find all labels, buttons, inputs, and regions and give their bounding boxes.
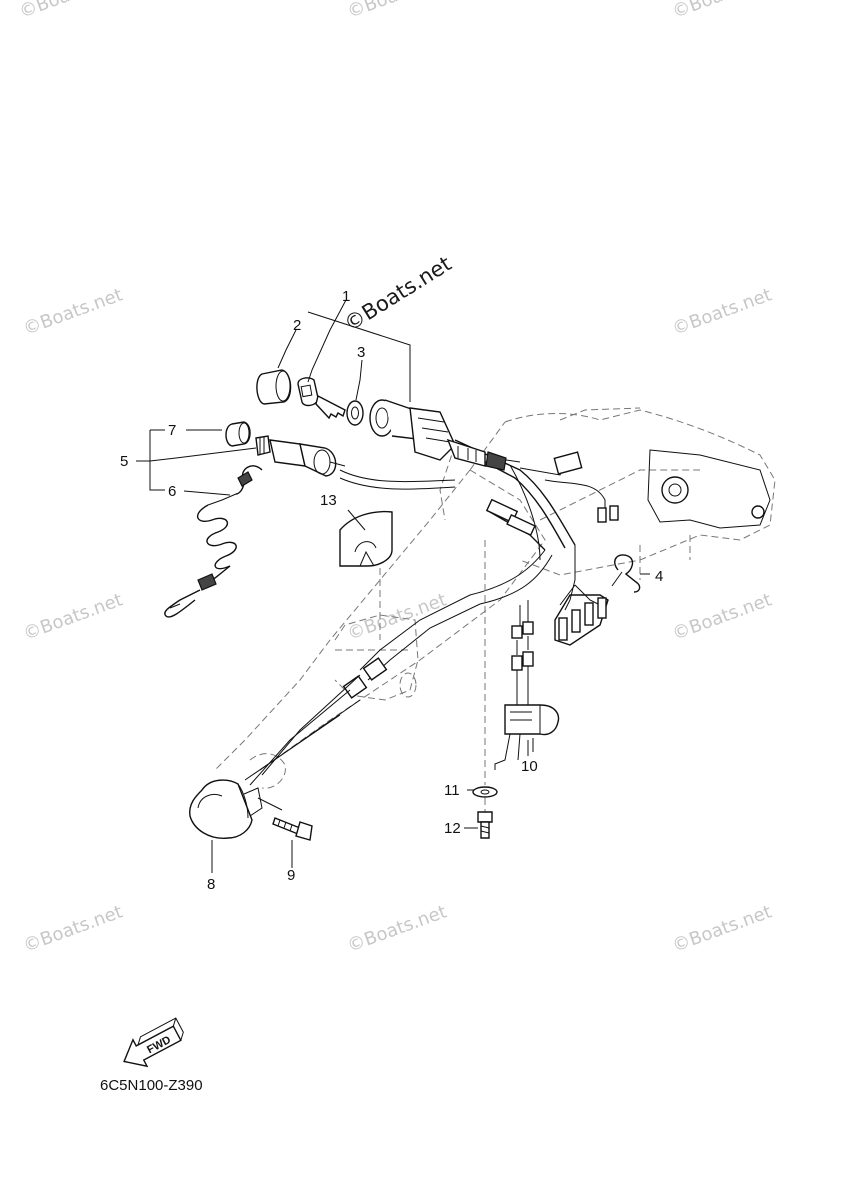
switch-cover-icon: [188, 779, 253, 839]
fwd-label: FWD: [145, 1034, 173, 1056]
part-3-ring: [346, 400, 364, 426]
grommet-icon: [339, 510, 393, 567]
diagram-code: 6C5N100-Z390: [100, 1077, 203, 1094]
callout-9: 9: [287, 867, 295, 884]
forward-arrow-icon: [123, 1025, 182, 1068]
bolt-head-icon: [477, 811, 493, 823]
callout-13: 13: [320, 492, 337, 509]
terminal-icon: [558, 617, 568, 641]
part-8-switch-cover: [188, 779, 283, 839]
part-9-screw: [272, 817, 313, 841]
mount-bracket: [469, 407, 776, 580]
watermark-main: ©Boats.net: [340, 252, 456, 337]
watermark-lower-left: ©Boats.net: [21, 901, 126, 956]
callout-6: 6: [168, 483, 176, 500]
callout-10: 10: [521, 758, 538, 775]
part-2-cap: [256, 369, 292, 405]
leader-lines: [136, 299, 529, 873]
stop-cap-icon: [225, 421, 251, 447]
washer-icon: [472, 786, 498, 798]
watermark-lower-right: ©Boats.net: [670, 901, 775, 956]
part-6-lanyard: [164, 465, 263, 618]
main-switch: [369, 399, 521, 471]
cap-icon: [256, 369, 292, 405]
callout-4: 4: [655, 568, 663, 585]
part-12-bolt: [464, 798, 493, 839]
part-11-washer: [467, 540, 498, 798]
terminal-block: [554, 594, 609, 646]
watermark-top-left: ©Boats.net: [17, 0, 122, 23]
callout-3: 3: [357, 344, 365, 361]
part-10-relay: [494, 600, 560, 770]
watermark-upper-left: ©Boats.net: [21, 284, 126, 339]
watermark-top-center: ©Boats.net: [345, 0, 450, 23]
watermark-middle-right: ©Boats.net: [670, 589, 775, 644]
part-5-stop-switch: [255, 435, 346, 477]
watermark-top-right: ©Boats.net: [670, 0, 775, 23]
ring-icon: [346, 400, 364, 426]
watermark-group: ©Boats.net ©Boats.net ©Boats.net ©Boats.…: [17, 0, 775, 957]
callout-8: 8: [207, 876, 215, 893]
watermark-lower-center: ©Boats.net: [345, 901, 450, 956]
watermark-upper-right: ©Boats.net: [670, 284, 775, 339]
harness-connector-icon: [553, 451, 583, 475]
callout-1: 1: [342, 288, 350, 305]
watermark-middle-left: ©Boats.net: [21, 589, 126, 644]
callout-5: 5: [120, 453, 128, 470]
part-1-key: [297, 377, 346, 420]
screw-icon: [272, 817, 301, 835]
bracket-bolt-icon: [661, 476, 689, 504]
wire-harness: [249, 439, 619, 786]
part-4-clip: [611, 554, 650, 593]
fwd-arrow: FWD: [123, 1017, 184, 1068]
callout-7: 7: [168, 422, 176, 439]
callout-12: 12: [444, 820, 461, 837]
callout-11: 11: [444, 782, 460, 799]
callout-labels: 1 2 3 4 5 6 7 8 9 10 11 12 13: [120, 288, 663, 893]
key-icon: [297, 377, 319, 407]
part-7-cap: [225, 421, 251, 447]
coil-cord-icon: [196, 504, 237, 570]
callout-2: 2: [293, 317, 301, 334]
